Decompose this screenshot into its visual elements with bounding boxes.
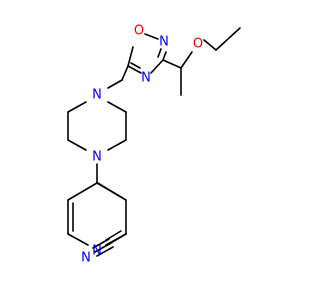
bond-chain-ether-1	[180, 51, 193, 69]
bond-oxadiazole-3-double	[157, 48, 162, 58]
bond-pyridine-2-double	[97, 182, 122, 198]
atom-label-o-ether: O	[193, 37, 203, 52]
atom-labels: N N O N N O N N	[81, 24, 203, 266]
bond-pyridine-5	[67, 233, 89, 246]
bond-pyridine-6	[105, 233, 127, 246]
atom-label-n-pip-bottom: N	[92, 150, 102, 165]
bond-chain-ether-2	[203, 39, 217, 51]
bond-piperazine-methylene	[107, 79, 123, 89]
atom-label-n-pip-top: N	[92, 88, 102, 103]
bond-piperazine-4	[67, 101, 87, 113]
bonds	[67, 27, 241, 257]
bond-oxadiazole-1	[127, 46, 134, 67]
bond-piperazine-3	[107, 101, 127, 113]
atom-label-n-pyridine: N	[92, 244, 102, 259]
bond-methylene-oxadiazole	[121, 65, 129, 81]
bond-nitrile-triple-3	[96, 246, 114, 257]
bond-piperazine-1	[107, 139, 127, 151]
atom-label-o-ring: O	[134, 24, 144, 39]
bond-pyridine-6-double	[105, 230, 122, 241]
bond-chain-ethyl	[215, 27, 241, 51]
atom-label-n-nitrile: N	[81, 251, 91, 266]
atom-label-n-ring-top: N	[159, 35, 169, 50]
bond-oxadiazole-5	[127, 65, 142, 74]
bond-oxadiazole-5-double	[130, 62, 141, 69]
bond-oxadiazole-4	[150, 59, 164, 74]
bond-piperazine-6	[67, 139, 87, 151]
atom-label-n-ring-bottom: N	[141, 71, 151, 86]
bond-oxadiazole-2	[144, 33, 159, 40]
bond-pyridine-3	[67, 182, 98, 201]
bond-chain-1	[162, 59, 182, 69]
bond-oxadiazole-3	[162, 51, 167, 61]
molecule-diagram: N N O N N O N N	[67, 24, 241, 266]
